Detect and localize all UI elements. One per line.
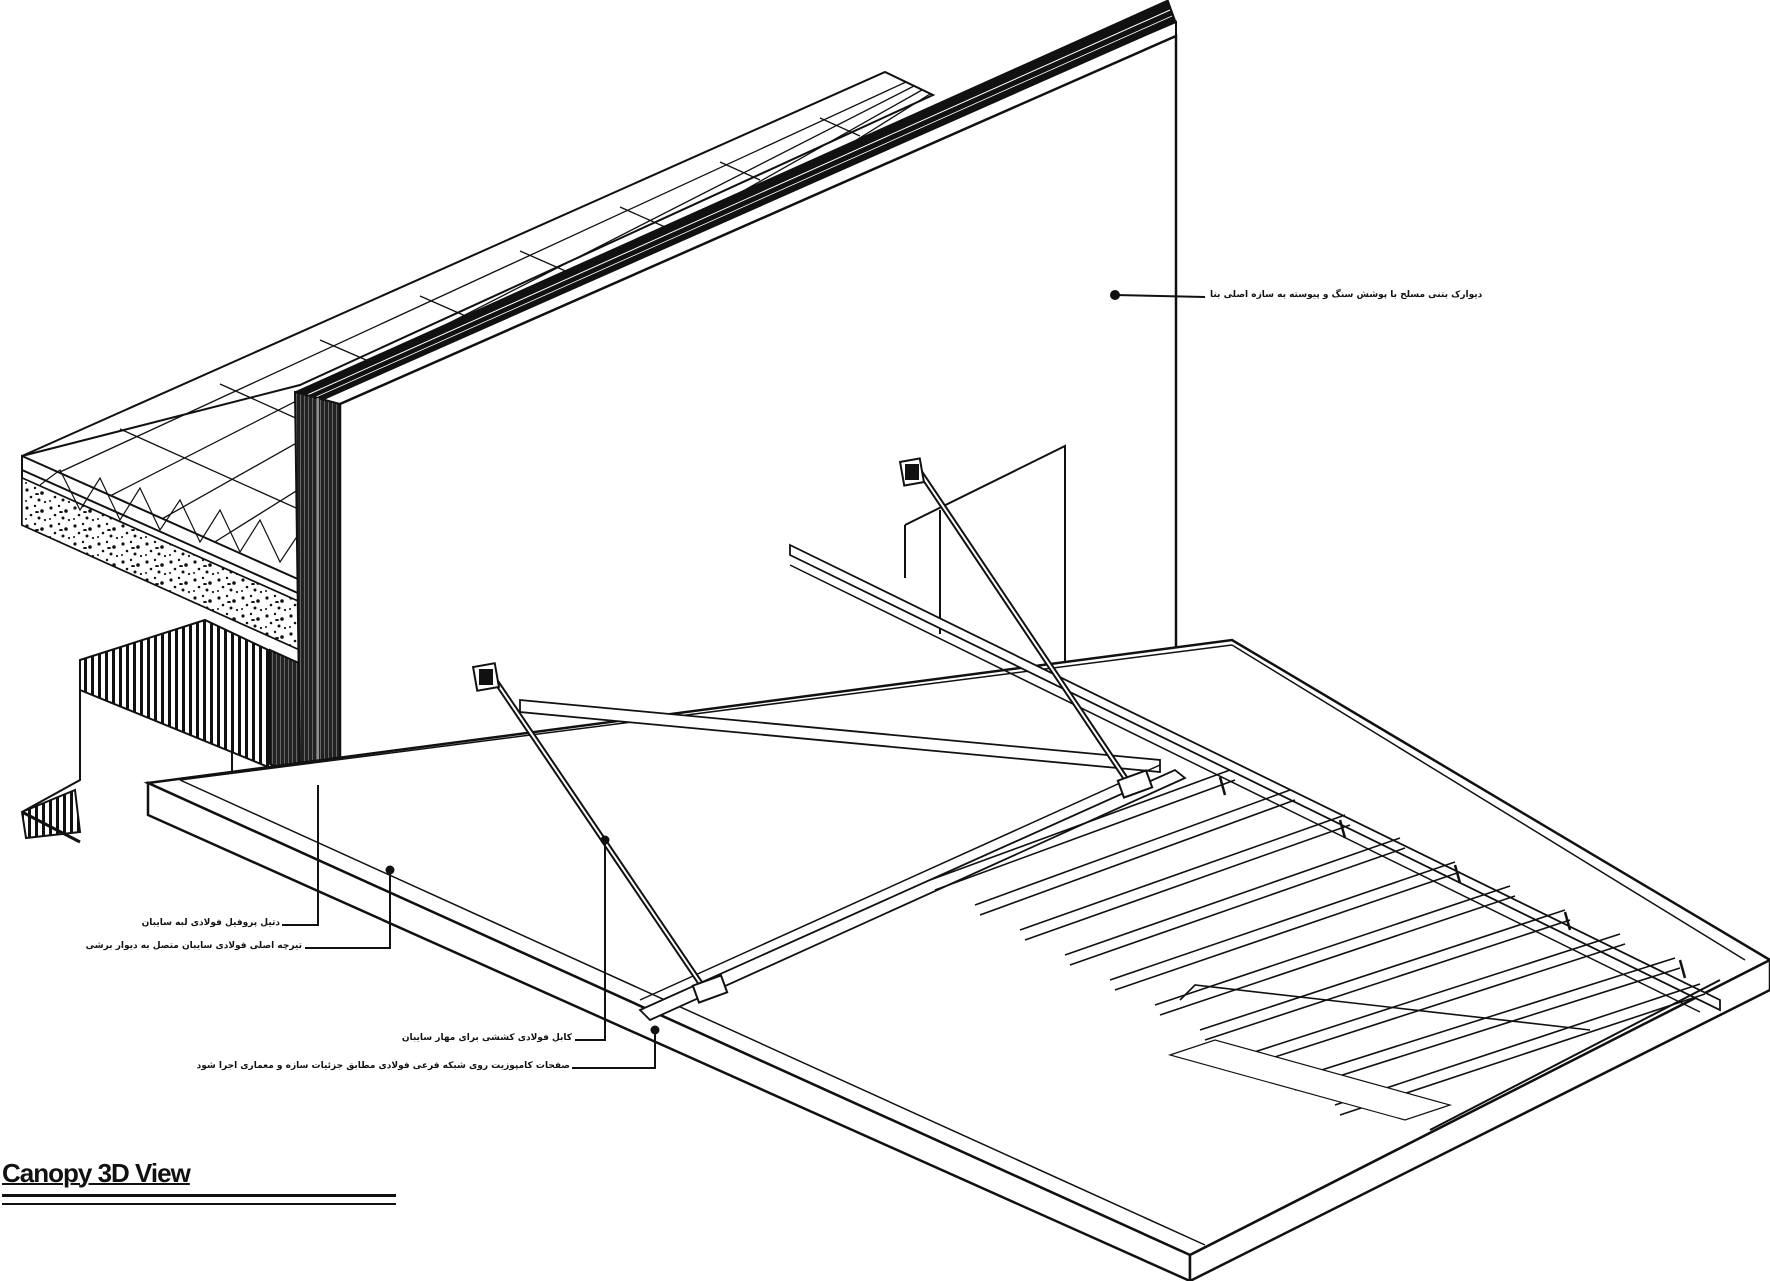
title-underline <box>2 1194 396 1205</box>
callout-beam-label: تیرچه اصلی فولادی سایبان متصل به دیوار ب… <box>85 941 302 951</box>
rod-brackets <box>471 457 1154 1004</box>
main-wall <box>293 0 1178 788</box>
leader-lines <box>282 290 1206 1069</box>
callout-wall-label: دیوارک بتنی مسلح با پوشش سنگ و پیوسته به… <box>1210 290 1483 300</box>
drawing-title: Canopy 3D View <box>2 1158 191 1188</box>
tension-rods <box>492 470 1133 992</box>
grating-ribs <box>929 769 1706 1121</box>
callout-fascia-label: دتیل پروفیل فولادی لبه سایبان <box>141 918 280 928</box>
callout-tie-label: کابل فولادی کششی برای مهار سایبان <box>401 1033 572 1043</box>
drawing-title-block: Canopy 3D View <box>2 1158 396 1205</box>
callout-panel-label: صفحات کامپوزیت روی شبکه فرعی فولادی مطاب… <box>196 1061 570 1071</box>
